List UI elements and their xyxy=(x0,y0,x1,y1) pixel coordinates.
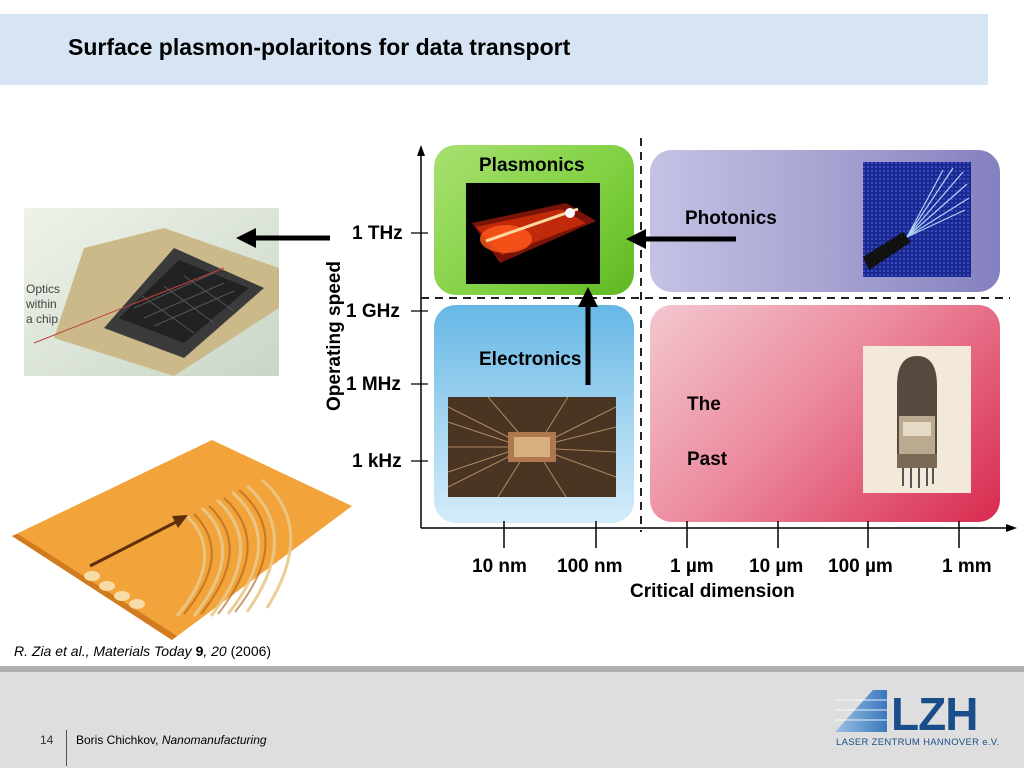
x-axis-arrowhead xyxy=(1006,524,1017,532)
plasmonics-image xyxy=(466,183,600,284)
y-axis-arrowhead xyxy=(417,145,425,156)
x-axis-title: Critical dimension xyxy=(630,581,795,602)
optics-chip-photo: Optics within a chip xyxy=(24,208,279,376)
photonics-label: Photonics xyxy=(685,208,777,229)
y-tick-label: 1 kHz xyxy=(352,451,402,472)
microchip-image xyxy=(448,397,616,497)
x-tick-label: 100 nm xyxy=(557,556,623,577)
plasmonics-label: Plasmonics xyxy=(479,155,585,176)
past-label-line2: Past xyxy=(687,449,728,470)
page-number: 14 xyxy=(40,733,54,747)
y-tick-label: 1 THz xyxy=(352,223,403,244)
lzh-logo-text: LZH xyxy=(891,688,977,736)
x-tick-label: 10 nm xyxy=(472,556,527,577)
y-tick-label: 1 GHz xyxy=(346,301,400,322)
x-tick-label: 100 µm xyxy=(828,556,893,577)
footer-text: Boris Chichkov, Nanomanufacturing xyxy=(76,733,267,747)
vacuum-tube-image xyxy=(863,346,971,493)
slide-title: Surface plasmon-polaritons for data tran… xyxy=(68,34,571,60)
title-bar xyxy=(0,14,988,85)
footer-separator xyxy=(66,730,67,766)
y-tick-label: 1 MHz xyxy=(346,374,401,395)
optical-fiber-image xyxy=(863,162,971,277)
past-label-line1: The xyxy=(687,394,721,415)
chip-caption: Optics within a chip xyxy=(26,282,61,326)
x-tick-label: 10 µm xyxy=(749,556,804,577)
footer-divider xyxy=(0,666,1024,672)
x-tick-label: 1 µm xyxy=(670,556,714,577)
lzh-logo-subtitle: LASER ZENTRUM HANNOVER e.V. xyxy=(836,737,1000,748)
x-tick-label: 1 mm xyxy=(942,556,992,577)
lzh-logo: LZH xyxy=(835,686,991,740)
plasmon-wave-image xyxy=(12,436,352,640)
electronics-label: Electronics xyxy=(479,349,582,370)
y-axis-title: Operating speed xyxy=(324,261,345,411)
citation: R. Zia et al., Materials Today 9, 20 (20… xyxy=(14,643,272,659)
